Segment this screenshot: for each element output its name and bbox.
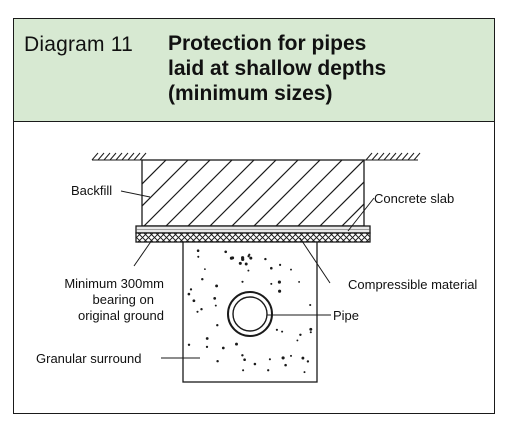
diagram-title-line-1: Protection for pipes — [168, 32, 367, 55]
diagram-title-line-3: (minimum sizes) — [168, 82, 333, 105]
compressible-material-label: Compressible material — [348, 277, 477, 292]
min-bearing-label-line-1: Minimum 300mm — [64, 276, 164, 291]
diagram-title-line-2: laid at shallow depths — [168, 57, 387, 80]
backfill-block — [141, 159, 365, 227]
compressible-material — [135, 232, 371, 243]
diagram-title: Protection for pipes laid at shallow dep… — [168, 31, 386, 106]
pipe — [227, 291, 273, 337]
diagram-header: Diagram 11 Protection for pipes laid at … — [14, 19, 494, 122]
diagram-number: Diagram 11 — [24, 33, 133, 56]
pipe-label: Pipe — [333, 308, 359, 323]
min-bearing-label-line-2: bearing on — [93, 292, 154, 307]
diagram-frame: Diagram 11 Protection for pipes laid at … — [13, 18, 495, 414]
min-bearing-label-line-3: original ground — [78, 308, 164, 323]
leader-lines — [120, 190, 375, 359]
concrete-slab-label: Concrete slab — [374, 191, 454, 206]
concrete-slab — [135, 225, 371, 234]
ground-surface — [91, 152, 421, 161]
backfill-label: Backfill — [71, 183, 112, 198]
granular-surround-label: Granular surround — [36, 351, 142, 366]
